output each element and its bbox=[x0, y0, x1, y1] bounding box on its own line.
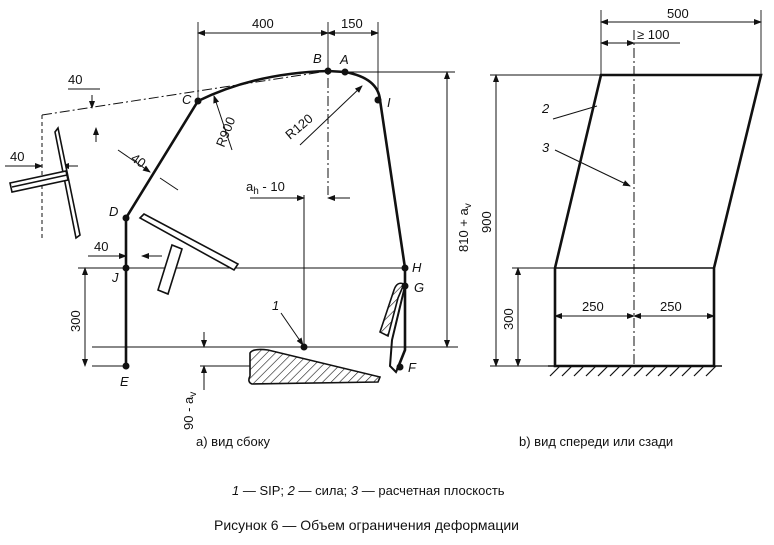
dim-40-top-label: 40 bbox=[68, 72, 82, 87]
point-j-label: J bbox=[111, 270, 119, 285]
label2-leader bbox=[552, 105, 598, 120]
dim-150-label: 150 bbox=[341, 16, 363, 31]
side-view-caption: a) вид сбоку bbox=[196, 434, 271, 449]
point-g-label: G bbox=[414, 280, 424, 295]
seat-lever bbox=[138, 213, 240, 296]
dim-900-label: 900 bbox=[479, 211, 494, 233]
plane-number-label: 3 bbox=[542, 140, 550, 155]
label1-leader bbox=[280, 312, 304, 346]
dim-90-label: 90 - av bbox=[181, 392, 199, 430]
point-i-label: I bbox=[387, 95, 391, 110]
point-h-label: H bbox=[412, 260, 422, 275]
legend-n1: 1 bbox=[232, 483, 240, 498]
front-view-caption: b) вид спереди или сзади bbox=[519, 434, 674, 449]
r900-leader bbox=[213, 95, 233, 151]
deformation-outline bbox=[124, 69, 407, 371]
legend-t2: — сила; bbox=[294, 483, 351, 498]
label3-leader bbox=[554, 149, 631, 187]
legend-t1: — SIP; bbox=[239, 483, 288, 498]
outline-points bbox=[122, 67, 409, 371]
dim-40-diag-a bbox=[117, 149, 151, 173]
front-view bbox=[490, 10, 763, 377]
r900-label: R900 bbox=[213, 115, 239, 149]
dim-400-label: 400 bbox=[252, 16, 274, 31]
r120-leader bbox=[299, 85, 363, 146]
point-f-label: F bbox=[408, 360, 417, 375]
dim-40-diag-b bbox=[159, 177, 179, 191]
point-c-label: C bbox=[182, 92, 192, 107]
force-number-label: 2 bbox=[541, 101, 550, 116]
steering-wheel bbox=[9, 126, 81, 240]
point-d-label: D bbox=[109, 204, 118, 219]
dim-40-left-label: 40 bbox=[10, 149, 24, 164]
front-view-labels: 500 ≥ 100 900 300 250 250 2 3 bbox=[479, 6, 689, 330]
r120-label: R120 bbox=[282, 111, 315, 142]
figure-title: Рисунок 6 — Объем ограничения деформации bbox=[214, 517, 519, 533]
legend-n3: 3 bbox=[350, 483, 359, 498]
dim-810-label: 810 + av bbox=[456, 203, 474, 252]
dim-40-diag-label: 40 bbox=[128, 150, 148, 171]
dim-250a-label: 250 bbox=[582, 299, 604, 314]
legend: 1 — SIP; 2 — сила; 3 — расчетная плоскос… bbox=[232, 483, 505, 498]
sip-number-label: 1 bbox=[272, 298, 279, 313]
dashdot-top-line bbox=[41, 70, 329, 116]
legend-n2: 2 bbox=[287, 483, 295, 498]
dim-250b-label: 250 bbox=[660, 299, 682, 314]
point-b-label: B bbox=[313, 51, 322, 66]
dim-500-label: 500 bbox=[667, 6, 689, 21]
front-outline bbox=[553, 73, 763, 368]
seat-frame bbox=[388, 285, 406, 374]
point-a-label: A bbox=[339, 52, 349, 67]
side-view-labels: A B C D E F G H I J 400 150 40 40 40 40 … bbox=[10, 16, 474, 430]
legend-t3: — расчетная плоскость bbox=[358, 483, 505, 498]
seat-back bbox=[379, 282, 406, 338]
point-e-label: E bbox=[120, 374, 129, 389]
dim-300-label: 300 bbox=[68, 310, 83, 332]
ah-label: ah - 10 bbox=[246, 179, 285, 197]
seat-cushion bbox=[248, 348, 382, 385]
dim-40-mid-label: 40 bbox=[94, 239, 108, 254]
ground-hatch bbox=[549, 365, 717, 377]
side-view bbox=[5, 22, 458, 390]
dim-300f-label: 300 bbox=[501, 308, 516, 330]
dim-100-label: ≥ 100 bbox=[637, 27, 669, 42]
